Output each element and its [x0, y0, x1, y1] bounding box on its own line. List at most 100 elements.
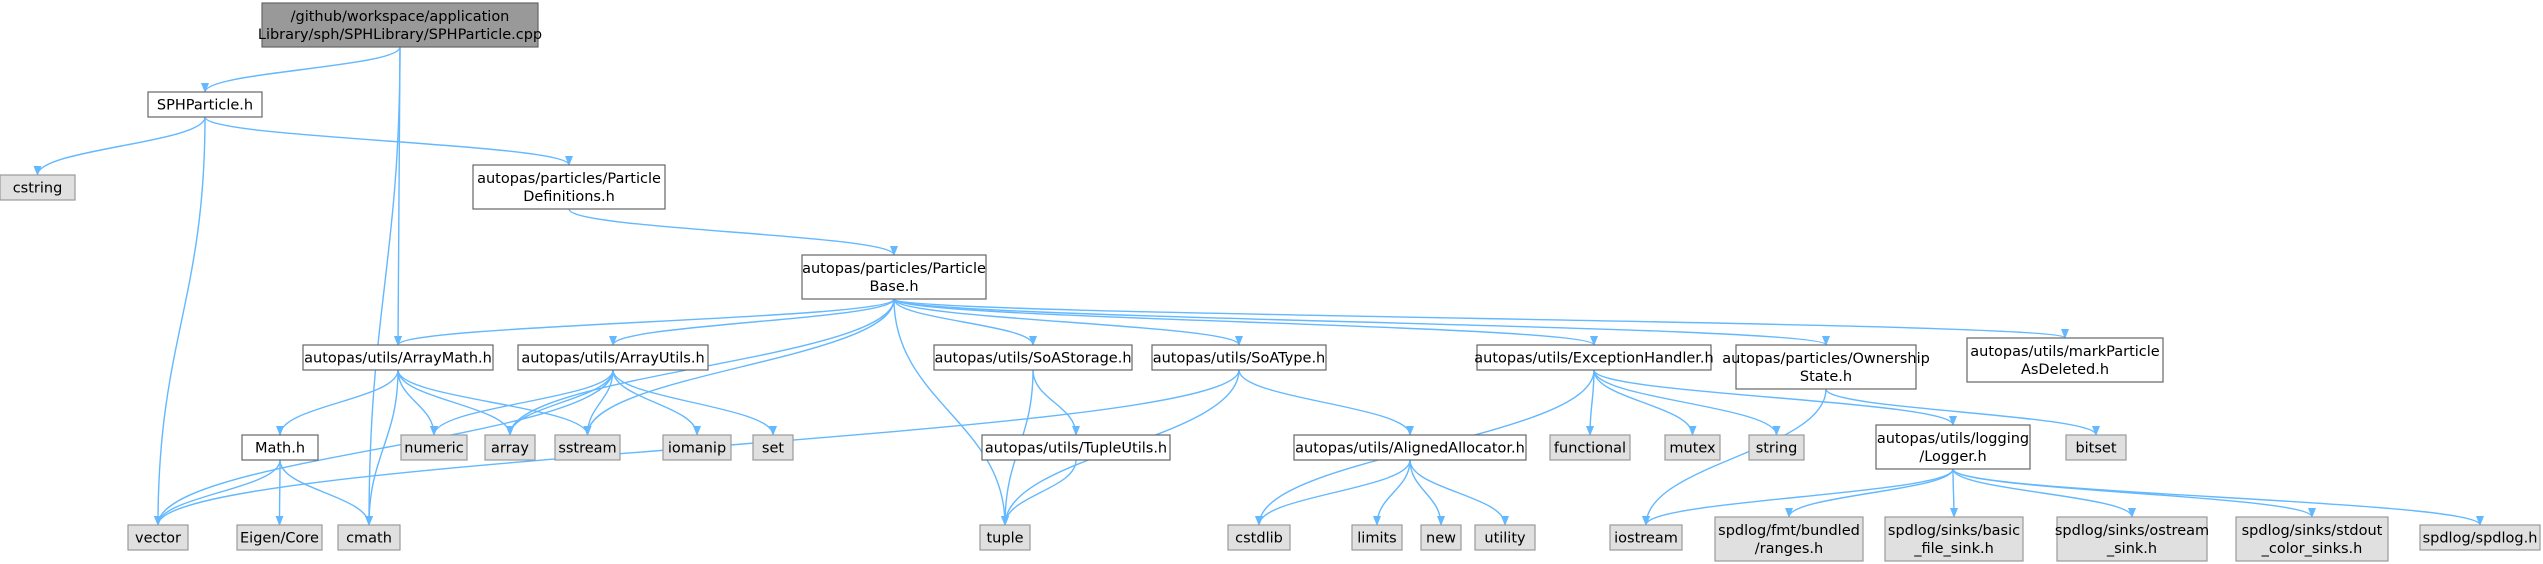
edge-exception_handler-to-string	[1593, 369, 1781, 436]
node-box-numeric	[400, 434, 468, 461]
node-spdlog_ranges: spdlog/fmt/bundled/ranges.h	[1714, 516, 1864, 562]
edge-exception_handler-to-functional	[1586, 369, 1595, 436]
node-box-array	[484, 434, 536, 461]
node-box-logger	[1875, 424, 2031, 470]
node-spdlog_h: spdlog/spdlog.h	[2419, 524, 2541, 551]
node-box-spdlog_ranges	[1714, 516, 1864, 562]
node-array_math[interactable]: autopas/utils/ArrayMath.h	[302, 344, 494, 371]
node-limits: limits	[1351, 524, 1403, 551]
node-set: set	[752, 434, 794, 461]
edge-array_math-to-math_h	[276, 369, 399, 436]
node-label-spdlog_ostream-0: spdlog/sinks/ostream	[2055, 523, 2209, 539]
edges-layer	[33, 46, 2484, 526]
node-label-spdlog_stdout-0: spdlog/sinks/stdout	[2242, 523, 2383, 539]
node-label-ownership_state-0: autopas/particles/Ownership	[1722, 351, 1930, 367]
edge-array_math-to-sstream	[397, 369, 592, 436]
node-box-spdlog_h	[2419, 524, 2541, 551]
edge-exception_handler-to-logger	[1593, 369, 1957, 426]
node-soa_storage[interactable]: autopas/utils/SoAStorage.h	[933, 344, 1133, 371]
edge-logger-to-spdlog_basic	[1949, 468, 1958, 518]
node-label-iostream-0: iostream	[1614, 531, 1678, 547]
node-box-aligned_allocator	[1293, 434, 1527, 461]
node-box-mark_particle	[1966, 337, 2164, 383]
node-sphparticle_h[interactable]: SPHParticle.h	[147, 91, 263, 118]
edge-particle_definitions-to-particle_base	[568, 208, 898, 256]
node-label-sphparticle_h-0: SPHParticle.h	[157, 98, 253, 114]
node-box-limits	[1351, 524, 1403, 551]
edge-aligned_allocator-to-utility	[1409, 459, 1509, 526]
node-box-spdlog_stdout	[2235, 516, 2389, 562]
node-label-aligned_allocator-0: autopas/utils/AlignedAllocator.h	[1295, 441, 1525, 457]
node-label-mark_particle-0: autopas/utils/markParticle	[1970, 344, 2160, 360]
edge-particle_base-to-array_math	[394, 298, 895, 346]
node-aligned_allocator[interactable]: autopas/utils/AlignedAllocator.h	[1293, 434, 1527, 461]
node-label-string-0: string	[1756, 441, 1798, 457]
node-label-particle_definitions-0: autopas/particles/Particle	[477, 171, 661, 187]
node-exception_handler[interactable]: autopas/utils/ExceptionHandler.h	[1474, 344, 1714, 371]
node-sstream: sstream	[554, 434, 621, 461]
edge-array_utils-to-numeric	[430, 369, 614, 436]
node-vector: vector	[127, 524, 189, 551]
node-label-soa_storage-0: autopas/utils/SoAStorage.h	[934, 351, 1131, 367]
node-label-set-0: set	[762, 441, 784, 457]
node-tuple: tuple	[979, 524, 1031, 551]
node-label-spdlog_ostream-1: _sink.h	[2106, 541, 2157, 557]
edge-tuple_utils-to-tuple	[1001, 459, 1077, 526]
node-box-tuple_utils	[981, 434, 1171, 461]
edge-math_h-to-vector	[154, 459, 281, 526]
node-box-soa_storage	[933, 344, 1133, 371]
node-box-spdlog_ostream	[2056, 516, 2208, 562]
node-box-mutex	[1664, 434, 1721, 461]
edge-array_utils-to-sstream	[583, 369, 614, 436]
node-box-tuple	[979, 524, 1031, 551]
node-label-array-0: array	[491, 441, 529, 457]
node-box-utility	[1474, 524, 1536, 551]
node-iostream: iostream	[1609, 524, 1683, 551]
edge-logger-to-spdlog_h	[1952, 468, 2484, 526]
node-new: new	[1420, 524, 1462, 551]
node-math_h[interactable]: Math.h	[241, 434, 319, 461]
edge-ownership_state-to-iostream	[1642, 388, 1827, 526]
node-label-root-0: /github/workspace/application	[291, 9, 510, 25]
node-soa_type[interactable]: autopas/utils/SoAType.h	[1151, 344, 1327, 371]
node-tuple_utils[interactable]: autopas/utils/TupleUtils.h	[981, 434, 1171, 461]
edge-array_utils-to-vector	[154, 369, 614, 526]
edge-particle_base-to-soa_storage	[893, 298, 1037, 346]
edge-aligned_allocator-to-limits	[1373, 459, 1411, 526]
edge-math_h-to-eigen_core	[275, 459, 284, 526]
node-root[interactable]: /github/workspace/applicationLibrary/sph…	[258, 2, 542, 48]
node-cmath: cmath	[337, 524, 401, 551]
node-box-sstream	[554, 434, 621, 461]
edge-aligned_allocator-to-new	[1409, 459, 1445, 526]
edge-sphparticle_h-to-particle_definitions	[204, 116, 573, 166]
node-box-spdlog_basic	[1884, 516, 2024, 562]
node-box-sphparticle_h	[147, 91, 263, 118]
edge-logger-to-iostream	[1642, 468, 1954, 526]
node-box-set	[752, 434, 794, 461]
node-box-particle_base	[801, 254, 987, 300]
node-label-spdlog_basic-0: spdlog/sinks/basic	[1888, 523, 2020, 539]
node-label-cstring-0: cstring	[13, 181, 63, 197]
edge-root-to-cmath	[365, 46, 401, 526]
node-array_utils[interactable]: autopas/utils/ArrayUtils.h	[517, 344, 709, 371]
edge-particle_base-to-mark_particle	[893, 298, 2069, 339]
node-label-numeric-0: numeric	[404, 441, 463, 457]
node-spdlog_ostream: spdlog/sinks/ostream _sink.h	[2055, 516, 2209, 562]
node-string: string	[1748, 434, 1805, 461]
node-box-ownership_state	[1735, 344, 1917, 390]
node-eigen_core: Eigen/Core	[236, 524, 323, 551]
node-box-root	[261, 2, 539, 48]
edge-array_utils-to-set	[612, 369, 777, 436]
node-iomanip: iomanip	[662, 434, 732, 461]
edge-math_h-to-cmath	[279, 459, 373, 526]
node-logger[interactable]: autopas/utils/logging/Logger.h	[1875, 424, 2031, 470]
edge-array_utils-to-iomanip	[612, 369, 701, 436]
node-box-math_h	[241, 434, 319, 461]
node-box-string	[1748, 434, 1805, 461]
